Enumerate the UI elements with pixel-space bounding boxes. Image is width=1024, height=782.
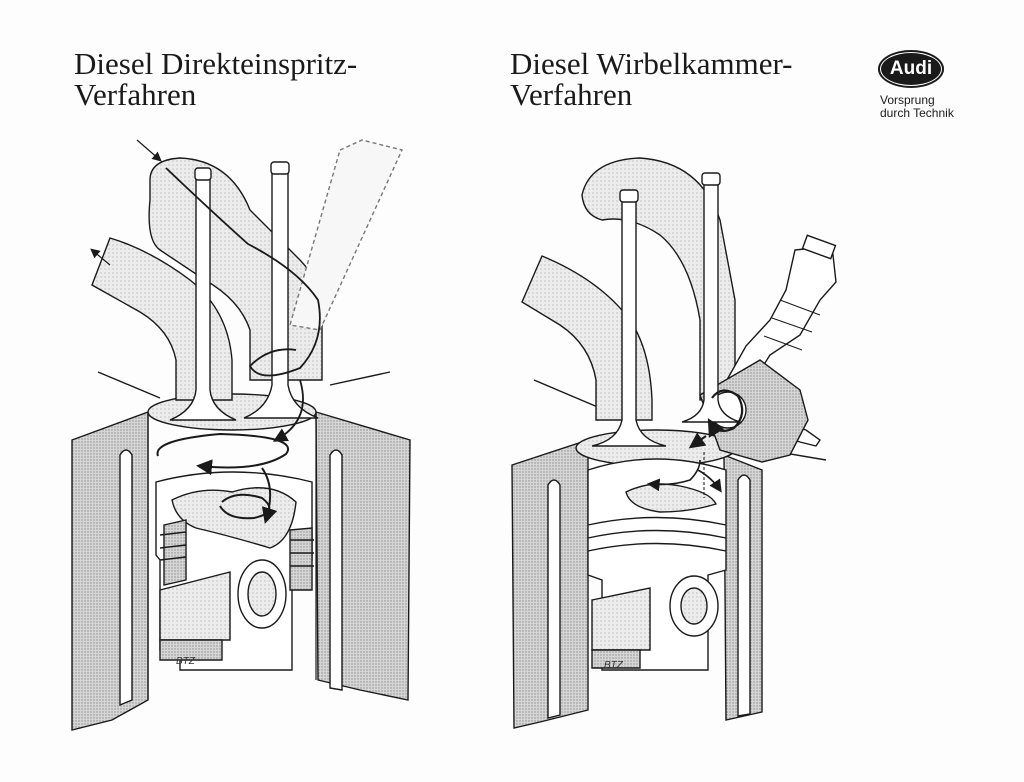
injector-ghost [289, 139, 403, 331]
artist-signature: BTZ [604, 660, 624, 671]
swirl-chamber-block [699, 359, 809, 463]
title-line-2: Verfahren [510, 77, 633, 112]
swirl-path [165, 167, 321, 440]
spray-arrow [646, 459, 701, 492]
slogan-line-1: Vorsprung [880, 93, 935, 107]
swirl-arrow-chamber [707, 389, 744, 438]
piston-rings [159, 531, 314, 567]
artist-signature: BTZ [176, 656, 196, 667]
intake-port [581, 157, 736, 401]
cylinder-wall-left [71, 410, 149, 731]
audi-logo: Audi Vorsprung durch Technik [876, 50, 996, 120]
airflow-arrow-out [90, 248, 111, 266]
audi-logo-oval: Audi [878, 50, 944, 88]
diagram-title-swirl-chamber: Diesel Wirbelkammer- Verfahren [510, 48, 792, 110]
piston-rings [587, 516, 727, 552]
diagram-title-direct-injection: Diesel Direkteinspritz- Verfahren [74, 48, 357, 110]
title-line-1: Diesel Wirbelkammer- [510, 46, 793, 81]
cylinder-bore [147, 412, 317, 700]
direct-injection-diagram: BTZ [71, 139, 411, 731]
wrist-pin [159, 571, 231, 641]
exhaust-valve [169, 174, 237, 421]
exhaust-valve [591, 197, 667, 447]
intake-valve [243, 167, 319, 419]
exhaust-port [521, 255, 653, 421]
swirl-arrow-throat [688, 432, 707, 449]
slogan-line-2: durch Technik [880, 106, 954, 120]
fuel-injector [727, 245, 837, 391]
swirl-chamber-diagram: BTZ [511, 157, 837, 729]
wrist-pin [591, 587, 651, 651]
audi-slogan: Vorsprung durch Technik [880, 94, 996, 120]
title-line-1: Diesel Direkteinspritz- [74, 46, 358, 81]
swirl-ellipse-lower [219, 467, 270, 520]
swirl-ellipse-upper [156, 432, 289, 476]
airflow-arrow-in [136, 139, 162, 162]
title-line-2: Verfahren [74, 77, 197, 112]
